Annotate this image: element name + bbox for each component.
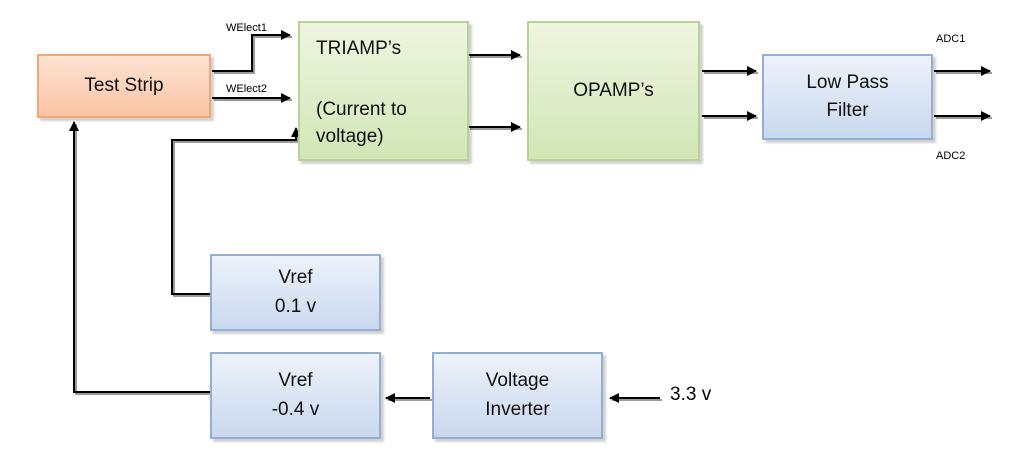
supply-voltage-label: 3.3 v bbox=[670, 384, 712, 405]
welect1-line bbox=[212, 30, 291, 72]
opamp-label: OPAMP’s bbox=[573, 79, 654, 101]
triamp-title: TRIAMP’s bbox=[316, 38, 402, 59]
triamp-subtitle: (Current to voltage) bbox=[316, 99, 407, 147]
adc2-label: ADC2 bbox=[936, 150, 966, 162]
voltage-inverter-label: Voltage Inverter bbox=[485, 370, 550, 420]
vref-neg-0-4-label: Vref -0.4 v bbox=[271, 370, 320, 420]
vref-0-1-label: Vref 0.1 v bbox=[274, 267, 317, 317]
opamp-block: OPAMP’s bbox=[527, 21, 700, 161]
welect2-label: WElect2 bbox=[226, 83, 267, 95]
voltage-inverter-block: Voltage Inverter bbox=[432, 352, 603, 439]
vref-0-1-block: Vref 0.1 v bbox=[210, 254, 381, 331]
low-pass-filter-label: Low Pass Filter bbox=[806, 71, 889, 122]
test-strip-label: Test Strip bbox=[84, 74, 164, 96]
vref1-line bbox=[171, 127, 301, 295]
welect1-label: WElect1 bbox=[226, 22, 267, 34]
low-pass-filter-block: Low Pass Filter bbox=[762, 54, 933, 140]
triamp-block: TRIAMP’s (Current to voltage) bbox=[298, 21, 469, 161]
vref2-strip-line bbox=[69, 121, 210, 393]
vref-neg-0-4-block: Vref -0.4 v bbox=[210, 352, 381, 439]
test-strip-block: Test Strip bbox=[37, 54, 211, 118]
adc1-label: ADC1 bbox=[936, 33, 966, 45]
